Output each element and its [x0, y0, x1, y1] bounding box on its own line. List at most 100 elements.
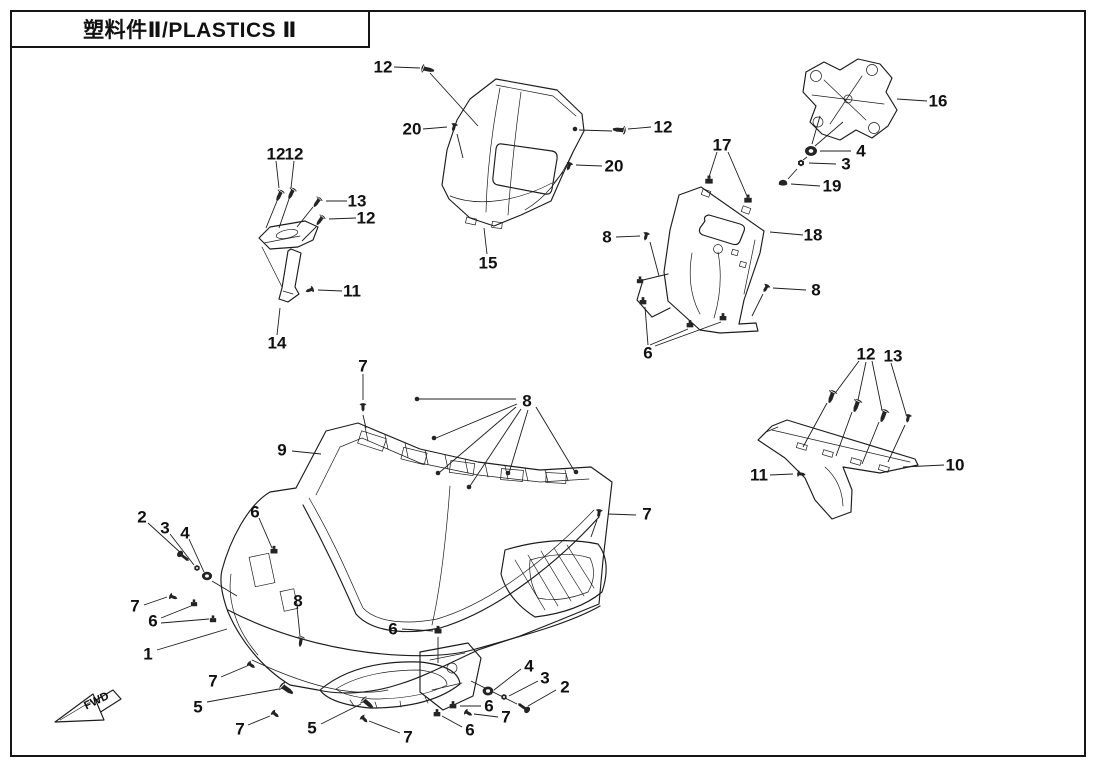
clip-icon — [434, 625, 442, 634]
callout-label: 15 — [478, 253, 498, 273]
screw-icon — [168, 592, 179, 602]
callout-label: 13 — [883, 346, 903, 366]
bolt-icon — [516, 700, 532, 715]
callout-label: 6 — [643, 343, 653, 363]
callout-label: 8 — [522, 391, 532, 411]
screw-icon — [272, 188, 286, 203]
screw-icon — [359, 403, 367, 412]
callout-label: 12 — [373, 57, 393, 77]
callout-label: 8 — [293, 591, 303, 611]
rivet-dot-icon — [505, 470, 511, 476]
part-16-mounting-bracket-drawing — [802, 58, 898, 141]
page-border — [10, 10, 1086, 757]
callout-label: 20 — [402, 119, 422, 139]
callout-label: 7 — [501, 707, 511, 727]
clip-icon — [449, 701, 457, 709]
screw-icon — [462, 708, 474, 719]
page-title: 塑料件Ⅱ/PLASTICS Ⅱ — [83, 19, 297, 42]
screw-icon — [903, 413, 913, 424]
callout-label: 7 — [208, 671, 218, 691]
fwd-arrow: FWD — [54, 689, 122, 723]
callout-label: 12 — [356, 208, 376, 228]
callout-label: 6 — [388, 619, 398, 639]
callout-label: 12 — [266, 144, 286, 164]
clip-icon — [744, 194, 752, 203]
washer-icon — [482, 686, 494, 696]
callout-label: 13 — [347, 191, 367, 211]
callout-label: 16 — [928, 91, 948, 111]
callout-label: 1 — [143, 644, 153, 664]
clip-icon — [686, 320, 694, 328]
screw-icon — [594, 508, 604, 519]
callout-label: 3 — [540, 668, 550, 688]
screw-icon — [304, 285, 315, 295]
callout-label: 17 — [712, 135, 732, 155]
callout-label: 20 — [604, 156, 624, 176]
callout-label: 6 — [250, 502, 260, 522]
screw-icon — [284, 186, 298, 201]
callout-label: 11 — [750, 465, 768, 485]
title-box: 塑料件Ⅱ/PLASTICS Ⅱ — [10, 10, 370, 48]
callout-label: 10 — [945, 455, 965, 475]
rivet-dot-icon — [466, 484, 472, 490]
callout-label: 3 — [841, 154, 851, 174]
callout-label: 18 — [803, 225, 823, 245]
screw-icon — [849, 397, 864, 414]
screw-icon — [641, 231, 651, 242]
rivet-dot-icon — [435, 470, 441, 476]
part-9-front-fascia-drawing — [220, 422, 613, 711]
rivet-dot-icon — [572, 126, 578, 132]
cap-nut-icon — [778, 179, 788, 186]
callout-label: 19 — [822, 176, 842, 196]
part-10-side-panel-drawing — [757, 419, 919, 520]
clip-icon — [190, 599, 198, 607]
screw-icon — [269, 708, 281, 720]
callout-label: 8 — [811, 280, 821, 300]
callout-label: 6 — [484, 696, 494, 716]
rivet-dot-icon — [573, 469, 579, 475]
clip-icon — [433, 709, 441, 717]
part-18-console-panel-drawing — [636, 186, 765, 334]
screw-icon — [358, 713, 370, 725]
callout-label: 4 — [856, 141, 866, 161]
callout-label: 14 — [267, 333, 287, 353]
clip-icon — [639, 297, 647, 305]
nut-icon — [194, 564, 200, 572]
callout-label: 2 — [137, 507, 147, 527]
clip-icon — [705, 175, 713, 184]
callout-label: 8 — [602, 227, 612, 247]
nut-icon — [798, 159, 804, 167]
instrument-grid-lines — [357, 426, 569, 484]
rivet-dot-icon — [414, 396, 420, 402]
callout-label: 9 — [277, 440, 287, 460]
lower-mount-bracket-drawing — [419, 642, 482, 711]
callout-label: 5 — [193, 697, 203, 717]
washer-icon — [805, 146, 817, 156]
callout-label: 11 — [343, 281, 361, 301]
callout-label: 6 — [465, 720, 475, 740]
screw-icon — [420, 63, 436, 76]
clip-icon — [719, 313, 727, 321]
callout-label: 4 — [180, 523, 190, 543]
callout-label: 12 — [653, 117, 673, 137]
part-14-bracket-drawing — [258, 220, 319, 303]
callout-label: 12 — [284, 144, 304, 164]
right-pod-drawing — [500, 540, 607, 618]
callout-label: 12 — [856, 344, 876, 364]
callout-label: 7 — [642, 504, 652, 524]
screw-icon — [760, 282, 771, 294]
screw-icon — [612, 124, 627, 136]
callout-label: 6 — [148, 611, 158, 631]
callout-label: 7 — [358, 356, 368, 376]
callout-label: 7 — [403, 727, 413, 747]
nut-icon — [501, 693, 507, 701]
callout-label: 7 — [235, 719, 245, 739]
callout-label: 2 — [560, 677, 570, 697]
leader-lines — [143, 66, 945, 734]
callout-label: 7 — [130, 596, 140, 616]
washer-icon — [201, 571, 213, 581]
clip-icon — [209, 615, 217, 623]
clip-icon — [636, 276, 644, 284]
